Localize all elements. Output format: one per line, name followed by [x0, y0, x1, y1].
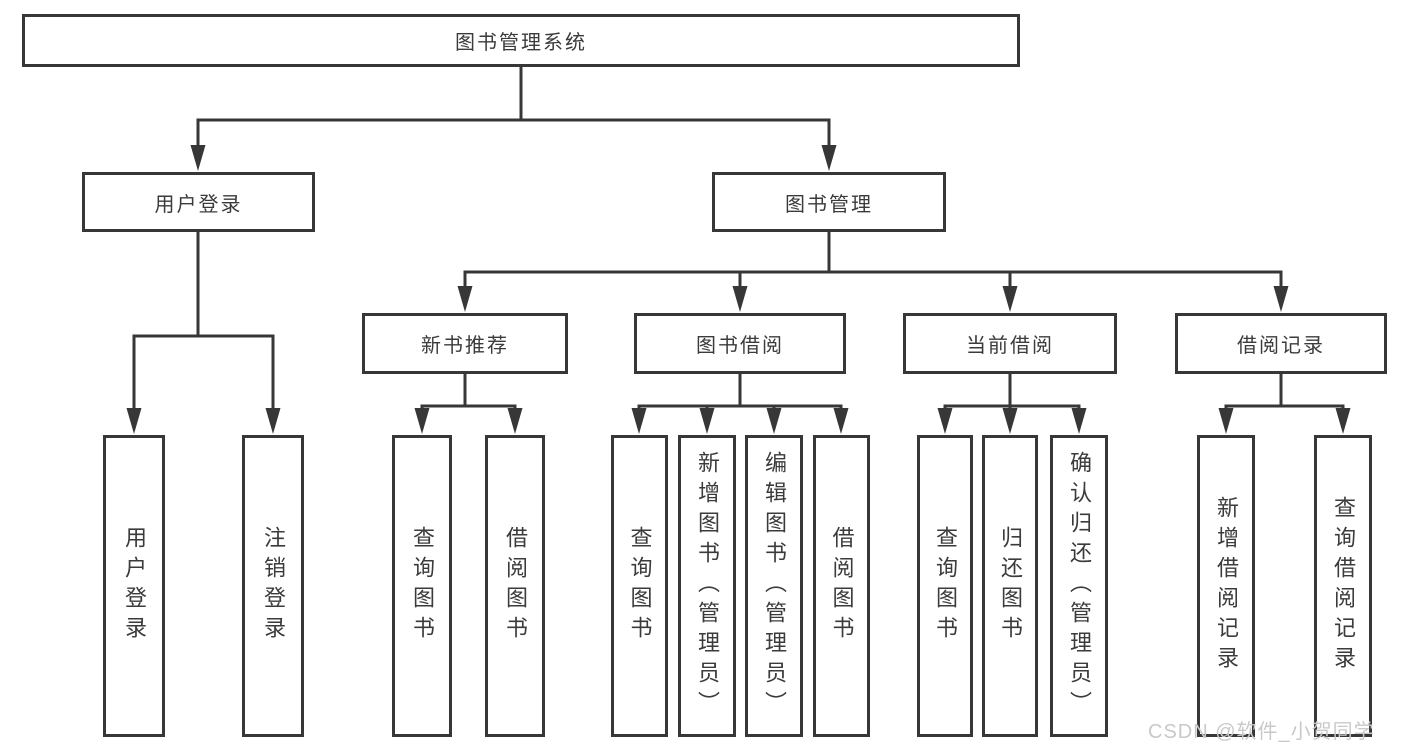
arrowhead: [1335, 408, 1351, 434]
connector-borrow-records-rail: [1224, 404, 1345, 425]
arrowhead: [1218, 408, 1234, 434]
node-label: 借阅记录: [1237, 335, 1325, 357]
node-label: 借阅图书: [829, 526, 855, 646]
node-library-system: 图书管理系统: [22, 14, 1020, 67]
node-label: 注销登录: [261, 526, 286, 646]
node-current-borrow: 当前借阅: [903, 313, 1117, 374]
arrowhead: [1273, 286, 1289, 312]
node-label: 编辑图书（管理员）: [762, 451, 787, 721]
node-query-books-recommend: 查询图书: [392, 435, 452, 737]
node-borrow-books-recommend: 借阅图书: [485, 435, 545, 737]
node-edit-books-admin: 编辑图书（管理员）: [745, 435, 803, 737]
arrowhead: [1002, 286, 1018, 312]
node-borrow-records: 借阅记录: [1175, 313, 1387, 374]
node-label: 用户登录: [154, 193, 243, 216]
arrowhead: [126, 408, 142, 434]
connector-new-book-rail: [420, 404, 517, 425]
csdn-watermark: CSDN @软件_小贺同学: [1148, 721, 1375, 743]
node-label: 查询图书: [627, 526, 653, 646]
node-label: 查询图书: [933, 526, 958, 646]
node-label: 图书借阅: [696, 335, 784, 357]
node-book-management: 图书管理: [712, 172, 946, 232]
connector-book-borrow-rail: [637, 404, 843, 425]
node-query-books-borrow: 查询图书: [611, 435, 668, 737]
arrowhead: [265, 408, 281, 434]
node-user-login: 用户登录: [82, 172, 315, 232]
node-add-borrow-record: 新增借阅记录: [1197, 435, 1255, 737]
node-label: 查询图书: [410, 526, 435, 646]
node-label: 新书推荐: [421, 335, 509, 357]
node-query-borrow-record: 查询借阅记录: [1314, 435, 1372, 737]
arrowhead: [457, 286, 473, 312]
arrowhead: [937, 408, 953, 434]
connector-user-login-rail: [132, 334, 275, 425]
node-book-borrow: 图书借阅: [634, 313, 846, 374]
node-label: 新增借阅记录: [1214, 496, 1239, 676]
node-label: 图书管理系统: [455, 32, 587, 54]
node-return-books: 归还图书: [982, 435, 1038, 737]
node-label: 借阅图书: [503, 526, 528, 646]
node-add-books-admin: 新增图书（管理员）: [678, 435, 736, 737]
arrowhead: [821, 145, 837, 171]
node-label: 确认归还（管理员）: [1067, 451, 1092, 721]
node-leaf-user-login: 用户登录: [103, 435, 165, 737]
arrowhead: [732, 286, 748, 312]
arrowhead: [699, 408, 715, 434]
node-leaf-logout: 注销登录: [242, 435, 304, 737]
connector-root-rail: [196, 118, 831, 160]
arrowhead: [1002, 408, 1018, 434]
connector-book-mgmt-rail: [463, 270, 1283, 300]
node-borrow-books-borrow: 借阅图书: [813, 435, 870, 737]
arrowhead: [414, 408, 430, 434]
arrowhead: [190, 145, 206, 171]
arrowhead: [507, 408, 523, 434]
node-label: 新增图书（管理员）: [695, 451, 720, 721]
arrowhead: [631, 408, 647, 434]
arrowhead: [833, 408, 849, 434]
node-label: 图书管理: [785, 193, 873, 216]
node-confirm-return-admin: 确认归还（管理员）: [1050, 435, 1108, 737]
node-query-books-current: 查询图书: [917, 435, 973, 737]
node-new-book-recommend: 新书推荐: [362, 313, 568, 374]
arrowhead: [766, 408, 782, 434]
arrowhead: [1071, 408, 1087, 434]
node-label: 用户登录: [122, 526, 147, 646]
node-label: 当前借阅: [966, 335, 1054, 357]
node-label: 归还图书: [998, 526, 1023, 646]
node-label: 查询借阅记录: [1331, 496, 1356, 676]
